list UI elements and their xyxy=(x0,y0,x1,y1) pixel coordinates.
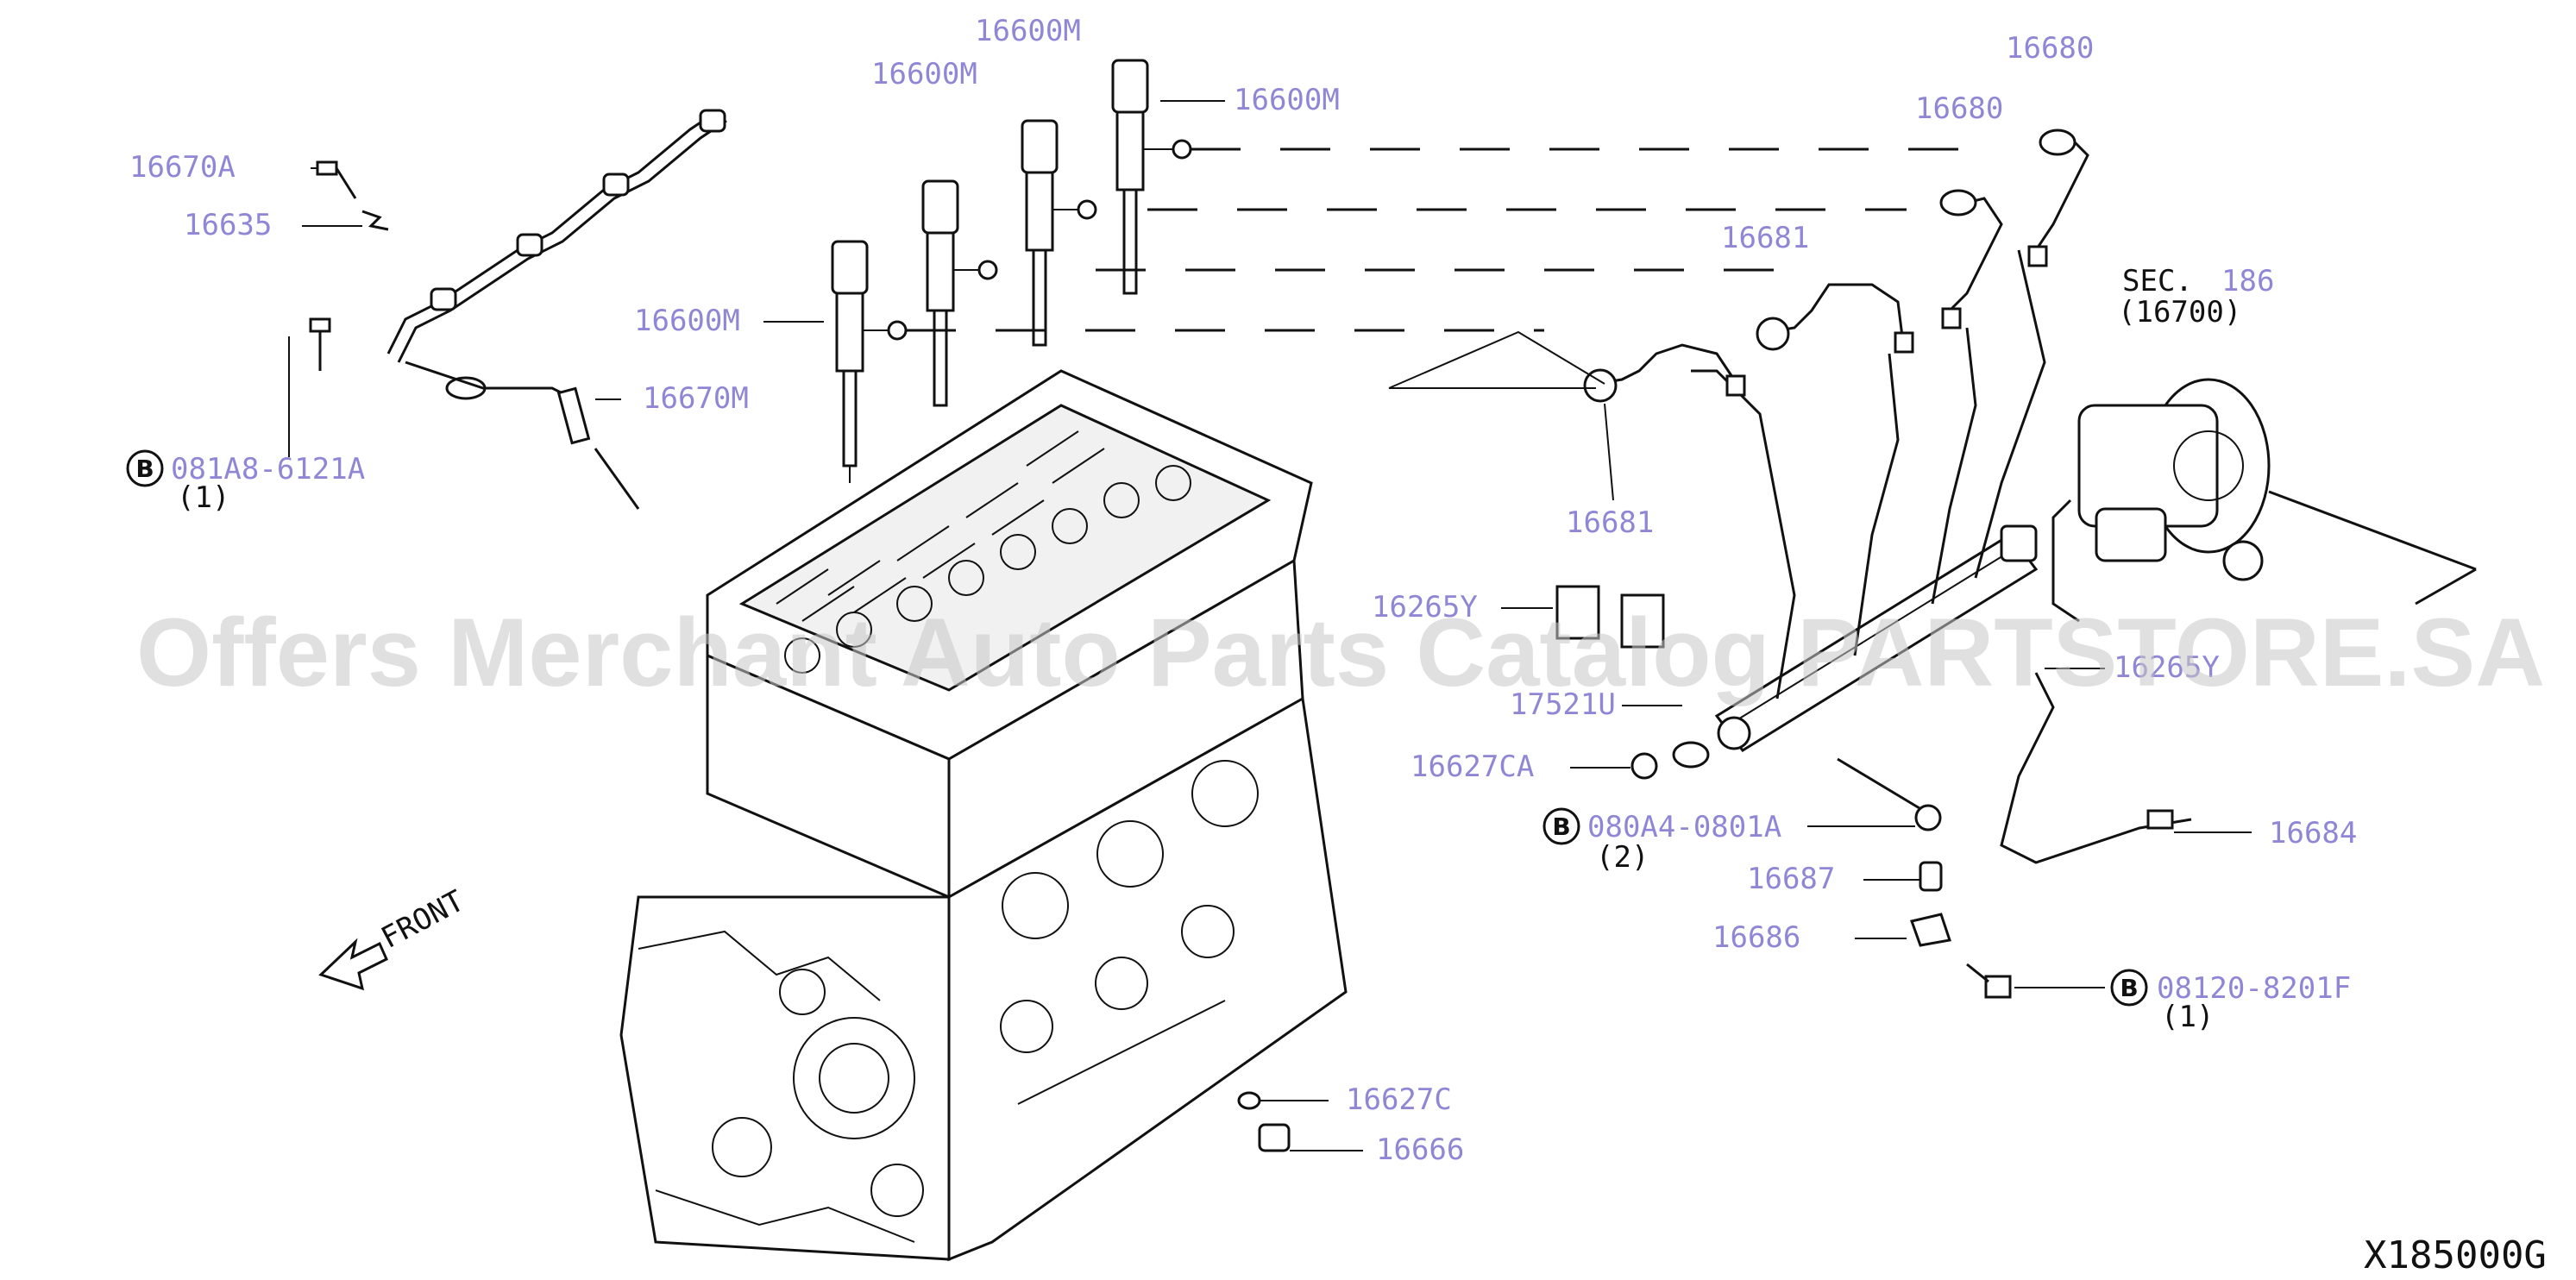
label-cap-16666[interactable]: 16666 xyxy=(1376,1133,1464,1167)
label-pipe-16684[interactable]: 16684 xyxy=(2269,816,2357,850)
watermark-text: Offers Merchant Auto Parts Catalog PARTS… xyxy=(136,599,2545,706)
label-injector-b[interactable]: 16600M xyxy=(871,57,977,91)
bolt-marker-080a4 xyxy=(1542,807,1580,845)
label-seal-16627c[interactable]: 16627C xyxy=(1346,1082,1452,1117)
leak-off-pipe-drawing xyxy=(309,109,727,510)
label-pipe-16681-b[interactable]: 16681 xyxy=(1566,505,1654,540)
bolt-marker-080a4-letter: B xyxy=(1552,813,1570,841)
label-bracket-16686[interactable]: 16686 xyxy=(1712,920,1800,955)
label-section-prefix: SEC. xyxy=(2122,264,2193,298)
injector-4 xyxy=(1111,59,1192,295)
front-direction-indicator: FRONT xyxy=(318,884,470,991)
label-sensor-17521u[interactable]: 17521U xyxy=(1510,687,1616,722)
bolt-marker-08120 xyxy=(2110,969,2148,1007)
label-hidden-16265y[interactable]: 16265Y xyxy=(2114,650,2220,685)
fuel-rail-drawing xyxy=(1237,129,2192,1152)
label-bolt-081a8-qty: (1) xyxy=(177,480,229,515)
label-damper-16687[interactable]: 16687 xyxy=(1747,862,1835,896)
label-leak-off-pipe[interactable]: 16670M xyxy=(643,381,749,416)
fuel-pump-drawing xyxy=(2051,378,2477,623)
label-bolt-08120-qty: (1) xyxy=(2161,1000,2214,1034)
label-bolt-16670a[interactable]: 16670A xyxy=(129,150,236,185)
dashed-leaders xyxy=(906,147,1984,332)
label-bolt-081a8[interactable]: 081A8-6121A xyxy=(171,452,365,486)
bolt-marker-081a8 xyxy=(126,449,164,487)
bolt-marker-081a8-letter: B xyxy=(135,455,154,483)
label-section-number[interactable]: 186 xyxy=(2221,264,2274,298)
label-section-part: (16700) xyxy=(2118,295,2241,329)
engine-block-drawing xyxy=(619,369,1348,1262)
label-injector-a[interactable]: 16600M xyxy=(975,14,1081,48)
label-pipe-16680-b[interactable]: 16680 xyxy=(1915,91,2003,126)
front-label: FRONT xyxy=(375,884,469,956)
injector-2 xyxy=(921,179,998,407)
solid-leaders xyxy=(288,100,2252,1151)
label-plug-16627ca[interactable]: 16627CA xyxy=(1411,750,1534,784)
front-arrow-icon xyxy=(318,938,388,991)
label-injector-d[interactable]: 16600M xyxy=(634,304,740,338)
injector-3 xyxy=(1021,119,1097,347)
label-pipe-16680-a[interactable]: 16680 xyxy=(2006,31,2094,66)
part-labels: 16600M 16600M 16600M 16600M 16670A 16635… xyxy=(126,14,2357,1167)
bolt-marker-08120-letter: B xyxy=(2120,974,2138,1002)
injector-set xyxy=(831,59,1192,483)
label-injector-c[interactable]: 16600M xyxy=(1234,83,1340,117)
injector-1 xyxy=(831,240,908,483)
label-clamp-16635[interactable]: 16635 xyxy=(184,208,272,242)
label-clip-16265y[interactable]: 16265Y xyxy=(1372,590,1478,624)
label-bolt-08120[interactable]: 08120-8201F xyxy=(2157,971,2351,1006)
label-bolt-080a4-qty: (2) xyxy=(1596,840,1649,875)
label-bolt-080a4[interactable]: 080A4-0801A xyxy=(1587,810,1781,844)
label-pipe-16681-a[interactable]: 16681 xyxy=(1721,221,1809,255)
diagram-code: X185000G xyxy=(2364,1233,2547,1277)
